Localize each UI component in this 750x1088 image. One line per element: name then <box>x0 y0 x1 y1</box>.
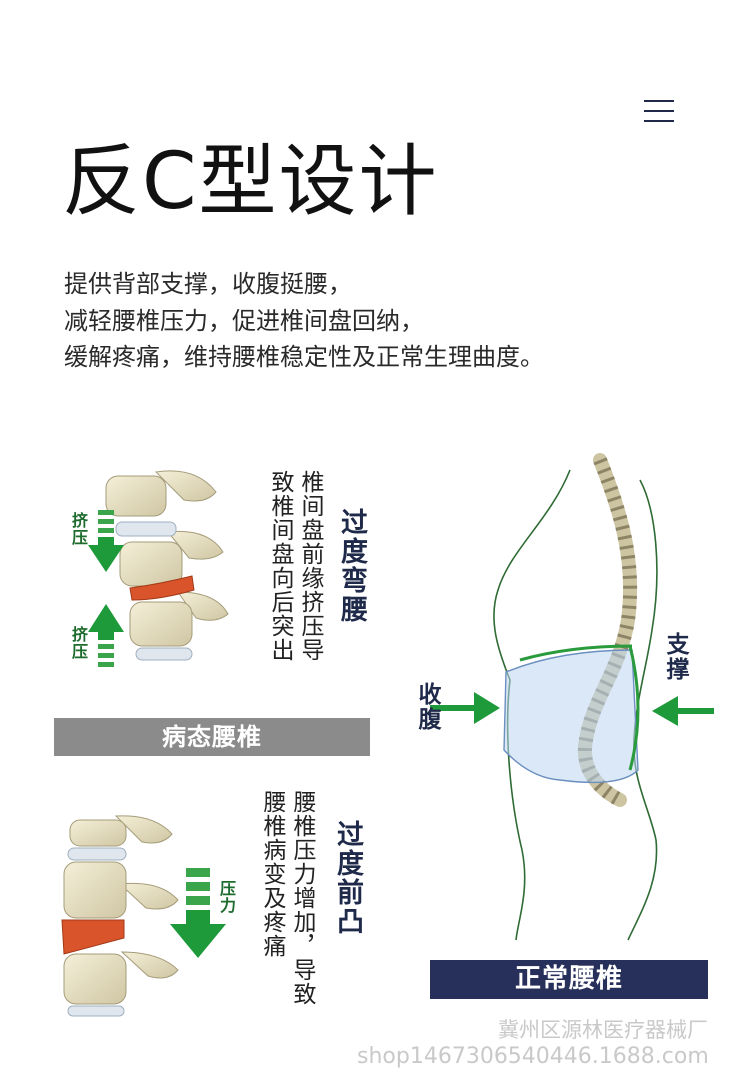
arrow-label-pressure: 压力 <box>217 880 236 914</box>
arrow-label-squeeze-bottom: 挤压 <box>69 626 88 660</box>
sick-spine-caption: 病态腰椎 <box>54 718 370 756</box>
normal-spine-caption: 正常腰椎 <box>430 960 708 999</box>
description-line-2: 减轻腰椎压力，促进椎间盘回纳， <box>64 306 424 335</box>
bottom-panel-heading: 过度前凸 <box>332 820 363 936</box>
normal-spine-illustration <box>493 453 658 941</box>
watermark-shop-url: shop1467306540446.1688.com <box>357 1044 709 1069</box>
bottom-text-col1: 腰椎压力增加，导致 <box>289 790 315 1006</box>
description-line-3: 缓解疼痛，维持腰椎稳定性及正常生理曲度。 <box>64 343 544 371</box>
bottom-text-col2: 腰椎病变及疼痛 <box>259 790 285 958</box>
page-title: 反C型设计 <box>62 137 439 227</box>
top-panel-heading: 过度弯腰 <box>336 508 367 624</box>
left-arrow-icon <box>652 696 714 726</box>
label-support: 支撑 <box>662 632 688 682</box>
up-arrow-icon <box>88 604 124 667</box>
label-tuck-belly: 收腹 <box>414 682 440 732</box>
top-text-col1: 椎间盘前缘挤压导 <box>297 470 323 662</box>
down-arrow-icon <box>170 868 226 958</box>
down-arrow-icon <box>88 510 124 572</box>
right-arrow-icon <box>430 692 500 724</box>
vertebra-bent-illustration <box>105 470 229 661</box>
arrow-label-squeeze-top: 挤压 <box>69 512 88 546</box>
watermark-shop-name: 冀州区源林医疗器械厂 <box>498 1018 708 1042</box>
description: 提供背部支撑，收腹挺腰， 减轻腰椎压力，促进椎间盘回纳， 缓解疼痛，维持腰椎稳定… <box>64 266 544 376</box>
top-text-col2: 致椎间盘向后突出 <box>267 470 293 662</box>
description-line-1: 提供背部支撑，收腹挺腰， <box>64 270 352 298</box>
vertebra-lordosis-illustration <box>61 815 179 1017</box>
menu-icon[interactable] <box>644 100 674 124</box>
